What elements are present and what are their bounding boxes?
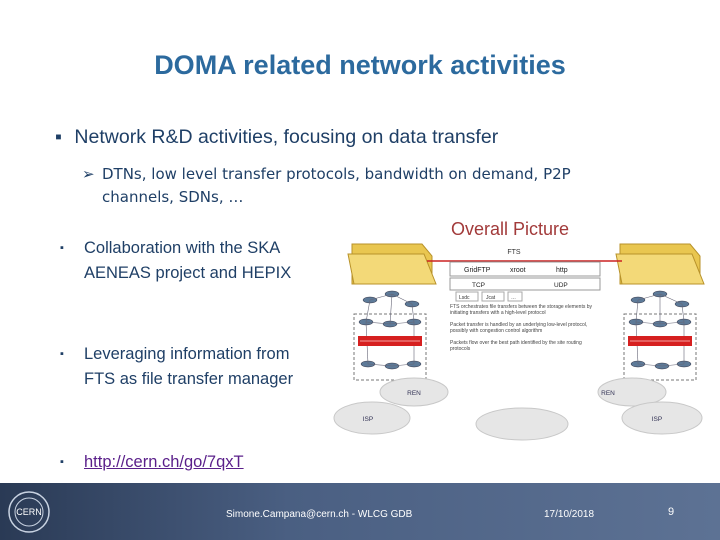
slide-title: DOMA related network activities [154, 50, 566, 80]
side-bullet-text: Collaboration with the SKA AENEAS projec… [84, 239, 292, 282]
storage-folder-left-icon [347, 243, 437, 285]
diagram-title: Overall Picture [451, 219, 569, 239]
svg-text:xroot: xroot [510, 267, 526, 274]
link-bullet: ▪ http://cern.ch/go/7qxT [60, 450, 320, 475]
square-bullet-icon: ▪ [60, 242, 64, 254]
svg-text:Jcat: Jcat [486, 295, 496, 301]
svg-text:Lsdc: Lsdc [459, 295, 470, 301]
main-bullet: ▪ Network R&D activities, focusing on da… [55, 126, 498, 149]
page-number: 9 [668, 506, 675, 518]
cloud-icon [333, 377, 703, 441]
svg-text:UDP: UDP [554, 282, 568, 289]
side-bullet-text: Leveraging information from FTS as file … [84, 345, 294, 388]
sub-bullet-text: DTNs, low level transfer protocols, band… [102, 165, 571, 206]
main-bullet-text: Network R&D activities, focusing on data… [74, 126, 499, 148]
overall-picture-diagram: Overall Picture FTS GridFTP xroot http T… [332, 214, 720, 442]
footer-author: Simone.Campana@cern.ch - WLCG GDB [226, 509, 413, 520]
svg-text:ISP: ISP [652, 416, 662, 423]
footer-date: 17/10/2018 [544, 509, 595, 520]
side-bullet-1: ▪ Collaboration with the SKA AENEAS proj… [60, 236, 330, 285]
diagram-note: FTS orchestrates file transfers between … [450, 304, 593, 316]
svg-text:GridFTP: GridFTP [464, 267, 491, 274]
svg-text:TCP: TCP [472, 282, 485, 289]
cern-logo-icon: CERN [8, 491, 50, 533]
svg-text:http: http [556, 267, 568, 274]
svg-text:…: … [511, 295, 516, 301]
sub-bullet: ➢ DTNs, low level transfer protocols, ba… [82, 163, 642, 209]
svg-text:FTS: FTS [507, 249, 521, 256]
diagram-note: Packets flow over the best path identifi… [450, 340, 582, 352]
svg-text:ISP: ISP [363, 416, 373, 423]
diagram-note: Packet transfer is handled by an underly… [450, 322, 588, 334]
short-link[interactable]: http://cern.ch/go/7qxT [84, 453, 244, 471]
arrow-bullet-icon: ➢ [82, 165, 95, 183]
storage-folder-right-icon [615, 243, 705, 285]
svg-text:REN: REN [407, 390, 421, 397]
side-bullet-2: ▪ Leveraging information from FTS as fil… [60, 342, 310, 391]
square-bullet-icon: ▪ [60, 348, 64, 360]
svg-text:CERN: CERN [16, 507, 42, 517]
square-bullet-icon: ▪ [55, 126, 62, 148]
footer-bar: CERN Simone.Campana@cern.ch - WLCG GDB 1… [0, 483, 720, 540]
svg-text:REN: REN [601, 390, 615, 397]
square-bullet-icon: ▪ [60, 456, 64, 468]
